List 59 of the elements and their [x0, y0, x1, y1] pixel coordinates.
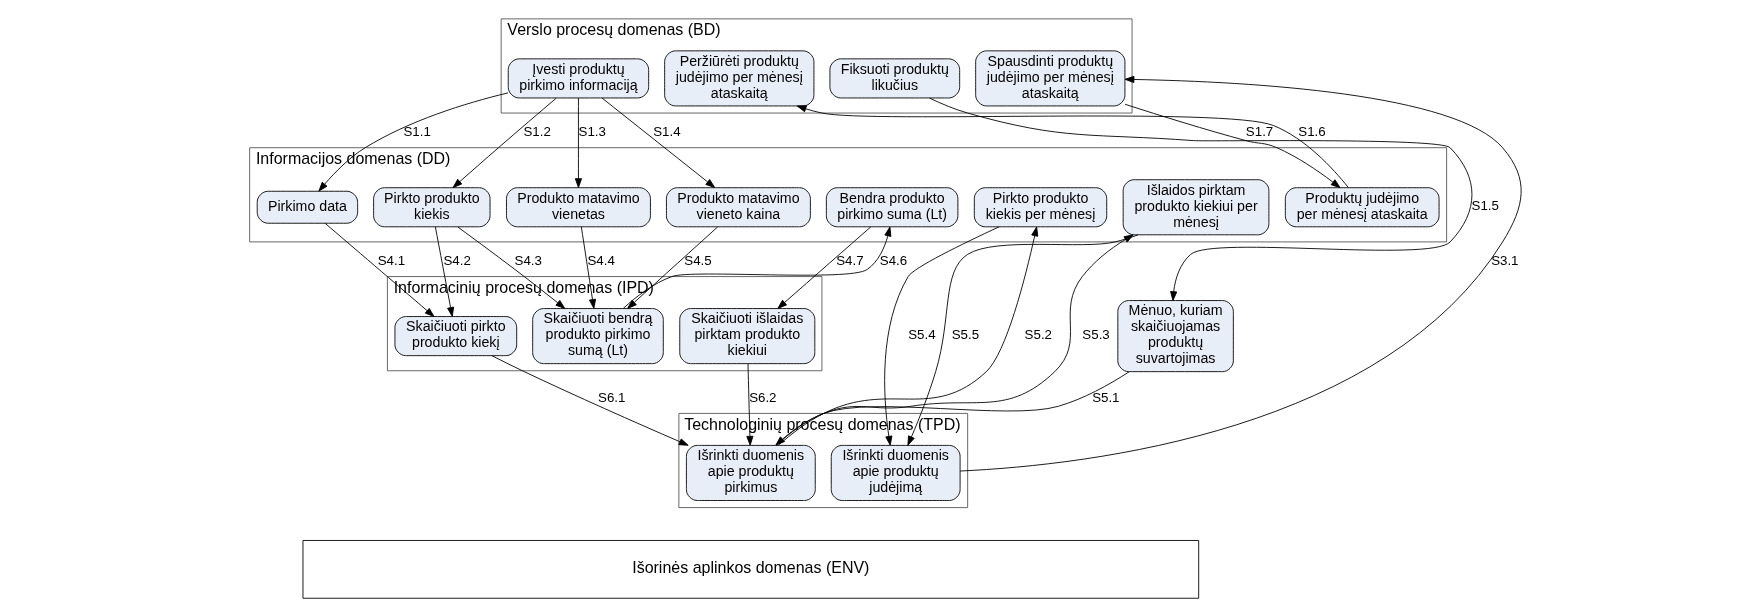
node-box: Produktų judėjimo per mėnesį ataskaita	[1284, 187, 1440, 228]
arrow	[796, 105, 1349, 188]
node-box: Bendra produkto pirkimo suma (Lt)	[825, 187, 959, 228]
arrow	[434, 226, 455, 317]
node-box: Pirkimo data	[256, 190, 359, 224]
edge-label: S3.1	[1491, 253, 1519, 269]
node-box: Peržiūrėti produktų judėjimo per mėnesį ataskaitą	[664, 50, 815, 107]
edge-label: S4.1	[377, 253, 406, 269]
node-box: Mėnuo, kuriam skaičiuojamas produktų suvartojimas	[1117, 300, 1234, 373]
edge-label: S5.5	[951, 327, 980, 343]
edge-label: S1.3	[578, 124, 606, 140]
arrow	[1124, 103, 1341, 189]
edge-label: S1.7	[1245, 124, 1274, 140]
edge-label: S4.5	[684, 253, 712, 269]
edge-label: S1.2	[523, 124, 551, 140]
node-box: Skaičiuoti pirkto produkto kiekį	[394, 316, 518, 357]
arrow	[746, 363, 754, 446]
edge-label: S1.1	[403, 124, 431, 140]
node-box: Pirkto produkto kiekis	[373, 187, 491, 228]
node-box: Skaičiuoti bendrą produkto pirkimo sumą (Lt)	[532, 308, 664, 365]
edge-label: S1.5	[1471, 198, 1499, 214]
edge-label: S4.4	[587, 253, 615, 269]
node-box: Skaičiuoti išlaidas pirktam produkto kiekiui	[679, 308, 816, 365]
arrow	[622, 226, 892, 309]
edge-label: S4.3	[514, 253, 542, 269]
arrow	[452, 97, 557, 188]
arrow	[601, 97, 716, 188]
edge-label: S5.2	[1024, 327, 1052, 343]
arrow	[907, 234, 1139, 446]
edge-label: S5.4	[908, 327, 936, 343]
arrow	[777, 226, 872, 309]
arrow	[884, 226, 1000, 446]
node-box: Produkto matavimo vienetas	[506, 187, 651, 228]
edge-label: S4.6	[879, 253, 908, 269]
arrow	[959, 75, 1522, 472]
arrow	[457, 226, 566, 309]
node-box: Išlaidos pirktam produkto kiekiui per mėnesį	[1122, 179, 1270, 236]
node-box: Spausdinti produktų judėjimo per mėnesį ataskaitą	[975, 50, 1126, 107]
edge-label: S4.7	[836, 253, 864, 269]
node-box: Fiksuoti produktų likučius	[829, 58, 961, 99]
arrow	[574, 97, 582, 188]
edge-label: S1.6	[1298, 124, 1326, 140]
edge-label: S5.3	[1082, 327, 1110, 343]
node-box: Pirkto produkto kiekis per mėnesį	[973, 187, 1108, 228]
edge-label: S1.4	[653, 124, 681, 140]
edge-label: S6.2	[749, 389, 777, 405]
node-box: Išorinės aplinkos domenas (ENV)	[302, 540, 1200, 599]
arrow	[324, 223, 435, 317]
node-box: Įvesti produktų pirkimo informaciją	[507, 58, 650, 99]
edge-label: S4.2	[443, 253, 471, 269]
edge-label: S5.1	[1092, 389, 1120, 405]
arrow	[627, 226, 719, 309]
node-box: Produkto matavimo vieneto kaina	[665, 187, 811, 228]
arrow	[580, 226, 597, 309]
edge-label: S6.1	[598, 389, 626, 405]
arrow	[318, 92, 509, 192]
node-box: Išrinkti duomenis apie produktų pirkimus	[685, 444, 816, 501]
node-box: Išrinkti duomenis apie produktų judėjimą	[830, 444, 961, 501]
arrow	[929, 97, 1473, 301]
